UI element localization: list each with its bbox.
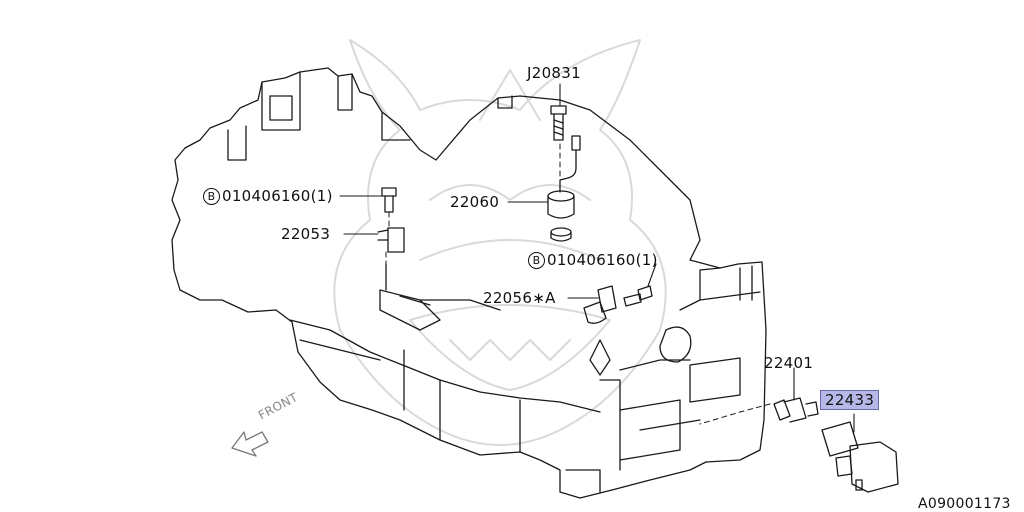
part-label-22401[interactable]: 22401 — [764, 354, 813, 372]
engine-block-outline — [171, 67, 767, 499]
part-number: 22060 — [450, 193, 500, 211]
part-qty: (1) — [310, 187, 333, 205]
sensor-22056a-drawing — [583, 285, 617, 324]
part-number: 22056∗A — [483, 289, 556, 307]
watermark-emblem — [333, 39, 667, 446]
part-label-22056a[interactable]: 22056∗A — [483, 289, 556, 307]
diagram-ref-code: A090001173 — [918, 496, 1011, 512]
knock-sensor-wire-drawing — [559, 135, 581, 193]
part-number: 22401 — [764, 354, 814, 372]
part-label-22433[interactable]: 22433 — [820, 390, 880, 410]
part-label-22060[interactable]: 22060 — [450, 193, 499, 211]
part-number: J20831 — [527, 64, 581, 82]
bolt-j20831-drawing — [550, 105, 567, 141]
part-label-j20831[interactable]: J20831 — [527, 64, 581, 82]
part-number: 010406160 — [222, 187, 311, 205]
spark-plug-22401-drawing — [773, 397, 819, 423]
part-qty: (1) — [635, 251, 658, 269]
part-number-highlighted: 22433 — [820, 390, 880, 410]
b-badge-icon: B — [528, 252, 545, 269]
bolt-lower-drawing — [623, 285, 653, 307]
part-label-22053[interactable]: 22053 — [281, 225, 330, 243]
knock-sensor-22060-drawing — [547, 190, 575, 242]
sensor-22053-drawing — [377, 227, 405, 291]
leader-lines — [339, 83, 855, 433]
bolt-upper-drawing — [381, 187, 397, 213]
part-number: 010406160 — [547, 251, 636, 269]
front-arrow-icon — [231, 431, 269, 457]
part-number: 22053 — [281, 225, 331, 243]
b-badge-icon: B — [203, 188, 220, 205]
assembly-guides — [385, 143, 771, 425]
ignition-coil-22433-drawing — [821, 421, 899, 493]
